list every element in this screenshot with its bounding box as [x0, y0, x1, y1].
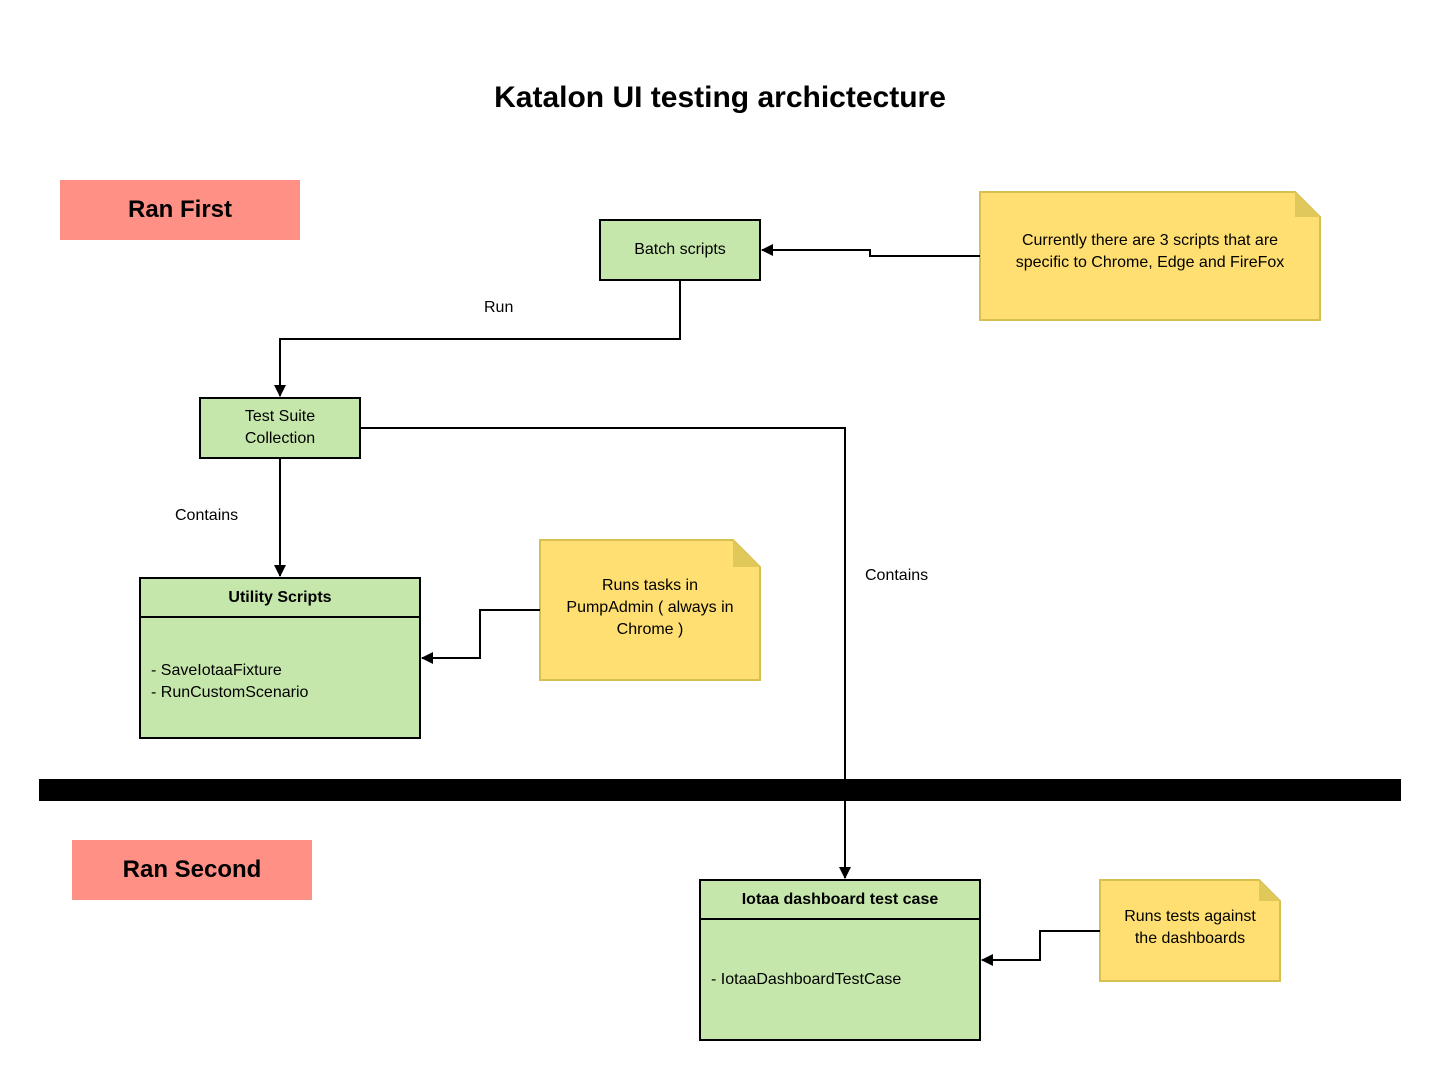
utility-item-run-scenario: - RunCustomScenario: [151, 683, 309, 701]
connector-note-to-batch: [761, 244, 980, 257]
test-suite-line-2: Collection: [244, 430, 316, 447]
utility-scripts-header: Utility Scripts: [141, 579, 419, 618]
connector-batch-to-suite: [274, 280, 681, 397]
phase-divider: [39, 779, 1401, 801]
diagram-title: Katalon UI testing archictecture: [494, 81, 946, 114]
note-batch-scripts: Currently there are 3 scripts that are s…: [980, 192, 1320, 320]
utility-scripts-body: - SaveIotaaFixture - RunCustomScenario: [141, 618, 419, 737]
utility-note-line-1: Runs tasks in: [601, 577, 699, 594]
batch-note-shape: [979, 191, 1321, 321]
utility-note-line-3: Chrome ): [616, 621, 684, 638]
batch-note-line-2: specific to Chrome, Edge and FireFox: [1015, 254, 1285, 271]
edge-label-contains-utility: Contains: [175, 507, 239, 524]
batch-note-line-1: Currently there are 3 scripts that are: [1021, 232, 1279, 249]
utility-note-shape: [539, 539, 761, 681]
test-suite-line-1: Test Suite: [244, 408, 316, 425]
edge-label-contains-dashboard: Contains: [865, 567, 929, 584]
connector-note-to-dashboard: [981, 930, 1100, 966]
dashboard-test-case-header: Iotaa dashboard test case: [701, 881, 979, 920]
phase-ran-second: Ran Second: [72, 840, 312, 900]
phase-ran-first: Ran First: [60, 180, 300, 240]
dashboard-test-case-body: - IotaaDashboardTestCase: [701, 920, 979, 1039]
dashboard-note-line-1: Runs tests against: [1124, 907, 1256, 925]
dashboard-note-line-2: the dashboards: [1134, 929, 1246, 947]
utility-note-line-2: PumpAdmin ( always in: [566, 599, 734, 616]
utility-item-save-fixture: - SaveIotaaFixture: [151, 661, 282, 679]
note-dashboard: Runs tests against the dashboards: [1100, 880, 1280, 981]
note-utility-scripts: Runs tasks in PumpAdmin ( always in Chro…: [540, 540, 760, 680]
dashboard-note-shape: [1099, 879, 1281, 982]
node-utility-scripts[interactable]: Utility Scripts - SaveIotaaFixture - Run…: [139, 577, 421, 739]
node-batch-scripts[interactable]: Batch scripts: [599, 219, 761, 281]
connector-suite-to-dashboard: [360, 427, 851, 879]
dashboard-item-test-case: - IotaaDashboardTestCase: [711, 970, 902, 988]
connector-note-to-utility: [421, 609, 540, 664]
node-test-suite-collection[interactable]: Test Suite Collection: [199, 397, 361, 459]
edge-label-run: Run: [484, 299, 514, 316]
node-dashboard-test-case[interactable]: Iotaa dashboard test case - IotaaDashboa…: [699, 879, 981, 1041]
